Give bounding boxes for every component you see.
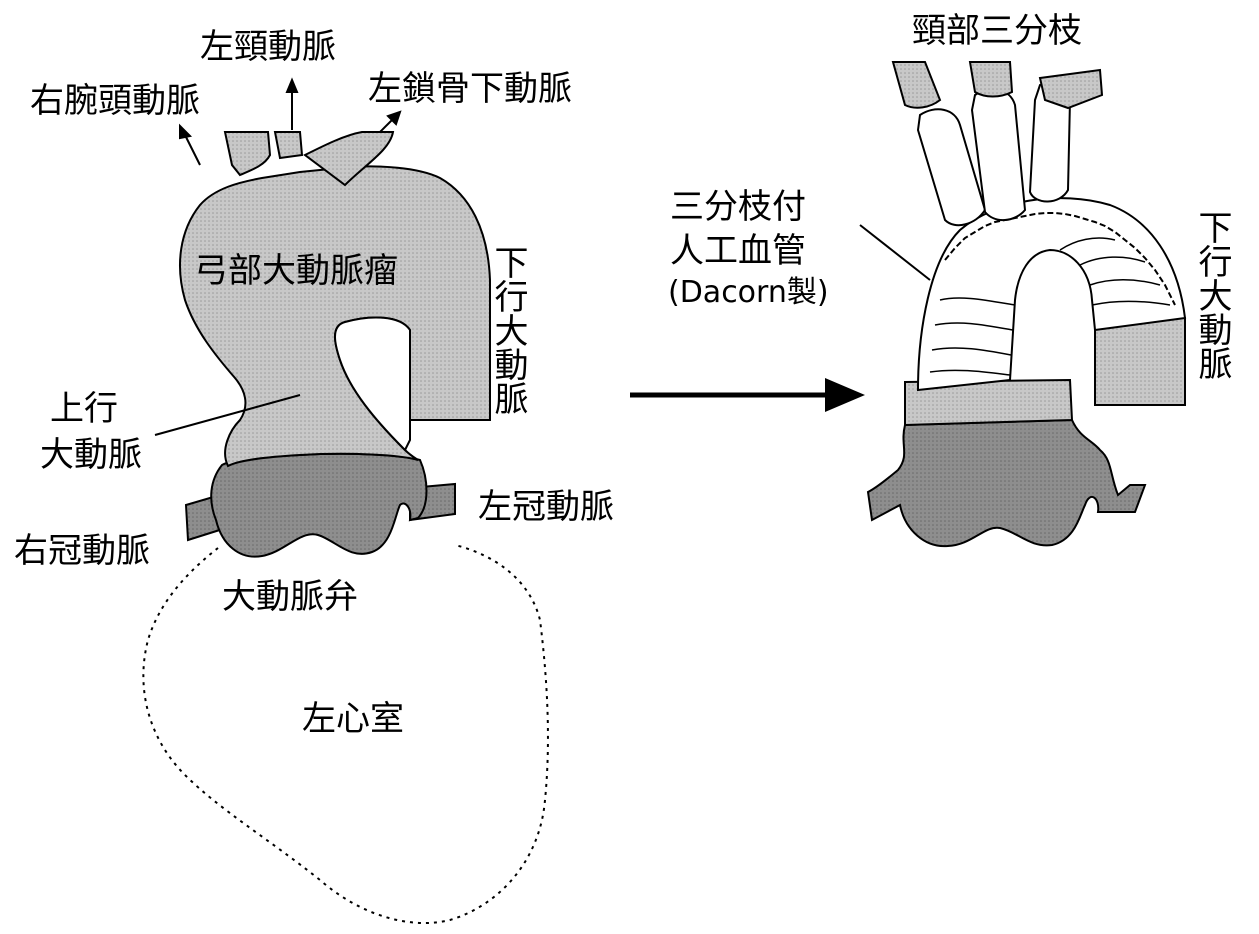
label-graft-line2: 人工血管 bbox=[670, 231, 806, 271]
native-descending-stump bbox=[1095, 318, 1185, 405]
label-aortic-valve: 大動脈弁 bbox=[222, 577, 358, 617]
label-ascending-line2: 大動脈 bbox=[40, 435, 142, 475]
label-ascending-line1: 上行 bbox=[50, 389, 118, 429]
aortic-root-shape bbox=[211, 454, 426, 557]
label-left-coronary: 左冠動脈 bbox=[478, 487, 614, 527]
graft-pointer bbox=[860, 225, 930, 280]
label-brachiocephalic: 右腕頭動脈 bbox=[30, 81, 200, 121]
label-graft-line3: (Dacorn製) bbox=[668, 275, 829, 310]
label-left-carotid: 左頸動脈 bbox=[200, 27, 336, 67]
label-arch-aneurysm: 弓部大動脈瘤 bbox=[194, 251, 398, 291]
right-arrow-icon bbox=[630, 378, 865, 412]
left-figure-before-surgery: 左頸動脈 右腕頭動脈 左鎖骨下動脈 弓部大動脈瘤 下行大動脈 上行 大動脈 左冠… bbox=[14, 27, 614, 923]
label-descending-aorta-right: 下行大動脈 bbox=[1192, 210, 1232, 380]
label-trifurcation: 頸部三分枝 bbox=[912, 11, 1082, 51]
label-right-coronary: 右冠動脈 bbox=[14, 531, 150, 571]
native-branch-2 bbox=[970, 62, 1012, 97]
graft-aortic-root-shape bbox=[868, 420, 1145, 546]
native-branch-3 bbox=[1040, 70, 1102, 108]
label-graft-line1: 三分枝付 bbox=[670, 187, 806, 227]
brachiocephalic-stump bbox=[225, 132, 270, 175]
right-figure-after-surgery: 頸部三分枝 三分枝付 人工血管 (Dacorn製) 下行大動脈 bbox=[668, 11, 1232, 546]
left-carotid-stump bbox=[275, 132, 302, 158]
label-left-subclavian: 左鎖骨下動脈 bbox=[368, 69, 572, 109]
label-left-ventricle: 左心室 bbox=[302, 699, 404, 739]
arch-aneurysm-shape bbox=[180, 166, 490, 466]
label-descending-aorta-left: 下行大動脈 bbox=[488, 245, 528, 415]
native-branch-1 bbox=[893, 62, 940, 108]
